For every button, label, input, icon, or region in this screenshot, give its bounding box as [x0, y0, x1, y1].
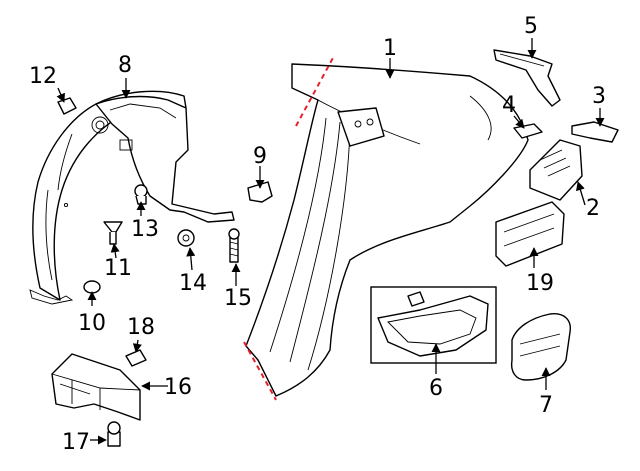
callout-18: 18: [127, 315, 155, 340]
cut-line-lower: [243, 341, 277, 401]
leader-lines: [56, 38, 605, 445]
reinforcement-5: [493, 49, 561, 107]
bolt-17: [107, 421, 121, 447]
extension-2: [529, 139, 583, 201]
callout-labels: 1 2 3 4 5 6 7 8 9 10 11 12 13 14 15 16 1…: [29, 14, 606, 455]
callout-2: 2: [586, 196, 600, 221]
bracket-3: [571, 121, 619, 143]
callout-17: 17: [62, 430, 90, 455]
inset-frame: [370, 286, 497, 364]
callout-7: 7: [539, 393, 553, 418]
callout-3: 3: [592, 84, 606, 109]
nut-14: [177, 229, 195, 247]
callout-10: 10: [78, 311, 106, 336]
callout-6: 6: [429, 376, 443, 401]
push-pin-13: [134, 184, 148, 205]
cut-lines: [243, 55, 335, 401]
callout-9: 9: [253, 144, 267, 169]
callout-19: 19: [526, 271, 554, 296]
callout-4: 4: [502, 93, 516, 118]
callout-15: 15: [224, 286, 252, 311]
bolt-15: [228, 228, 240, 263]
cut-line-upper: [295, 55, 335, 127]
clip-18: [125, 349, 147, 367]
callout-11: 11: [104, 256, 132, 281]
callout-1: 1: [383, 36, 397, 61]
push-pin-11: [103, 221, 123, 245]
callout-8: 8: [118, 53, 132, 78]
callout-14: 14: [179, 271, 207, 296]
bracket-16: [51, 353, 141, 421]
quarter-panel: [245, 63, 529, 397]
panel-19: [495, 201, 565, 267]
clip-12: [57, 97, 77, 115]
wheelhouse-liner: [29, 90, 235, 305]
plug-10: [83, 280, 101, 294]
housing-inset-6: [370, 286, 497, 364]
callout-16: 16: [164, 375, 192, 400]
fuel-door-7: [510, 313, 571, 381]
callout-13: 13: [131, 217, 159, 242]
callout-5: 5: [524, 14, 538, 39]
callout-12: 12: [29, 64, 57, 89]
bracket-9: [247, 181, 273, 203]
